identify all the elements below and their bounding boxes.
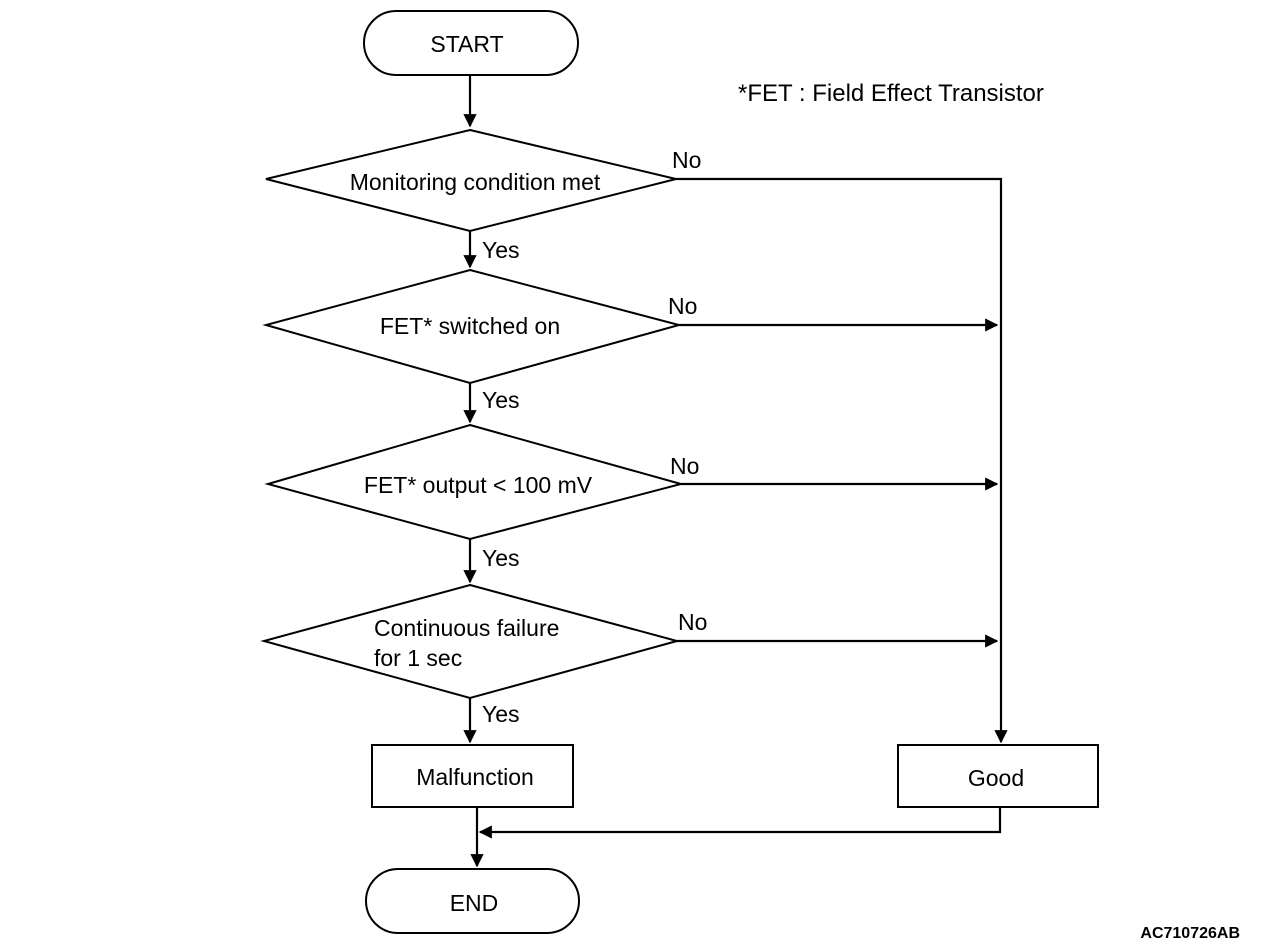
decision-1-yes-label: Yes bbox=[482, 237, 520, 263]
decision-3-yes-label: Yes bbox=[482, 545, 520, 571]
end-terminator bbox=[365, 868, 580, 934]
figure-code: AC710726AB bbox=[1140, 925, 1240, 942]
decision-4-yes-label: Yes bbox=[482, 701, 520, 727]
decision-2-label: FET* switched on bbox=[380, 313, 560, 339]
end-label: END bbox=[450, 890, 499, 916]
malfunction-label: Malfunction bbox=[416, 764, 534, 790]
decision-4-no-label: No bbox=[678, 609, 707, 635]
decision-2-yes-label: Yes bbox=[482, 387, 520, 413]
connector-decision-1-no bbox=[676, 177, 1008, 744]
decision-3-label: FET* output < 100 mV bbox=[364, 472, 593, 498]
start-label: START bbox=[430, 31, 503, 57]
good-label: Good bbox=[968, 765, 1024, 791]
malfunction-box bbox=[371, 744, 574, 808]
decision-4-label-line-1: Continuous failure bbox=[374, 615, 559, 641]
good-box bbox=[897, 744, 1099, 808]
decision-4-label-line-2: for 1 sec bbox=[374, 645, 462, 671]
decision-1-label: Monitoring condition met bbox=[350, 169, 601, 195]
fet-footnote: *FET : Field Effect Transistor bbox=[738, 80, 1044, 107]
decision-3-no-label: No bbox=[670, 453, 699, 479]
decision-4-diamond bbox=[260, 583, 681, 700]
decision-2-no-label: No bbox=[668, 293, 697, 319]
decision-1-no-label: No bbox=[672, 147, 701, 173]
connector-good-merge bbox=[478, 807, 1002, 839]
